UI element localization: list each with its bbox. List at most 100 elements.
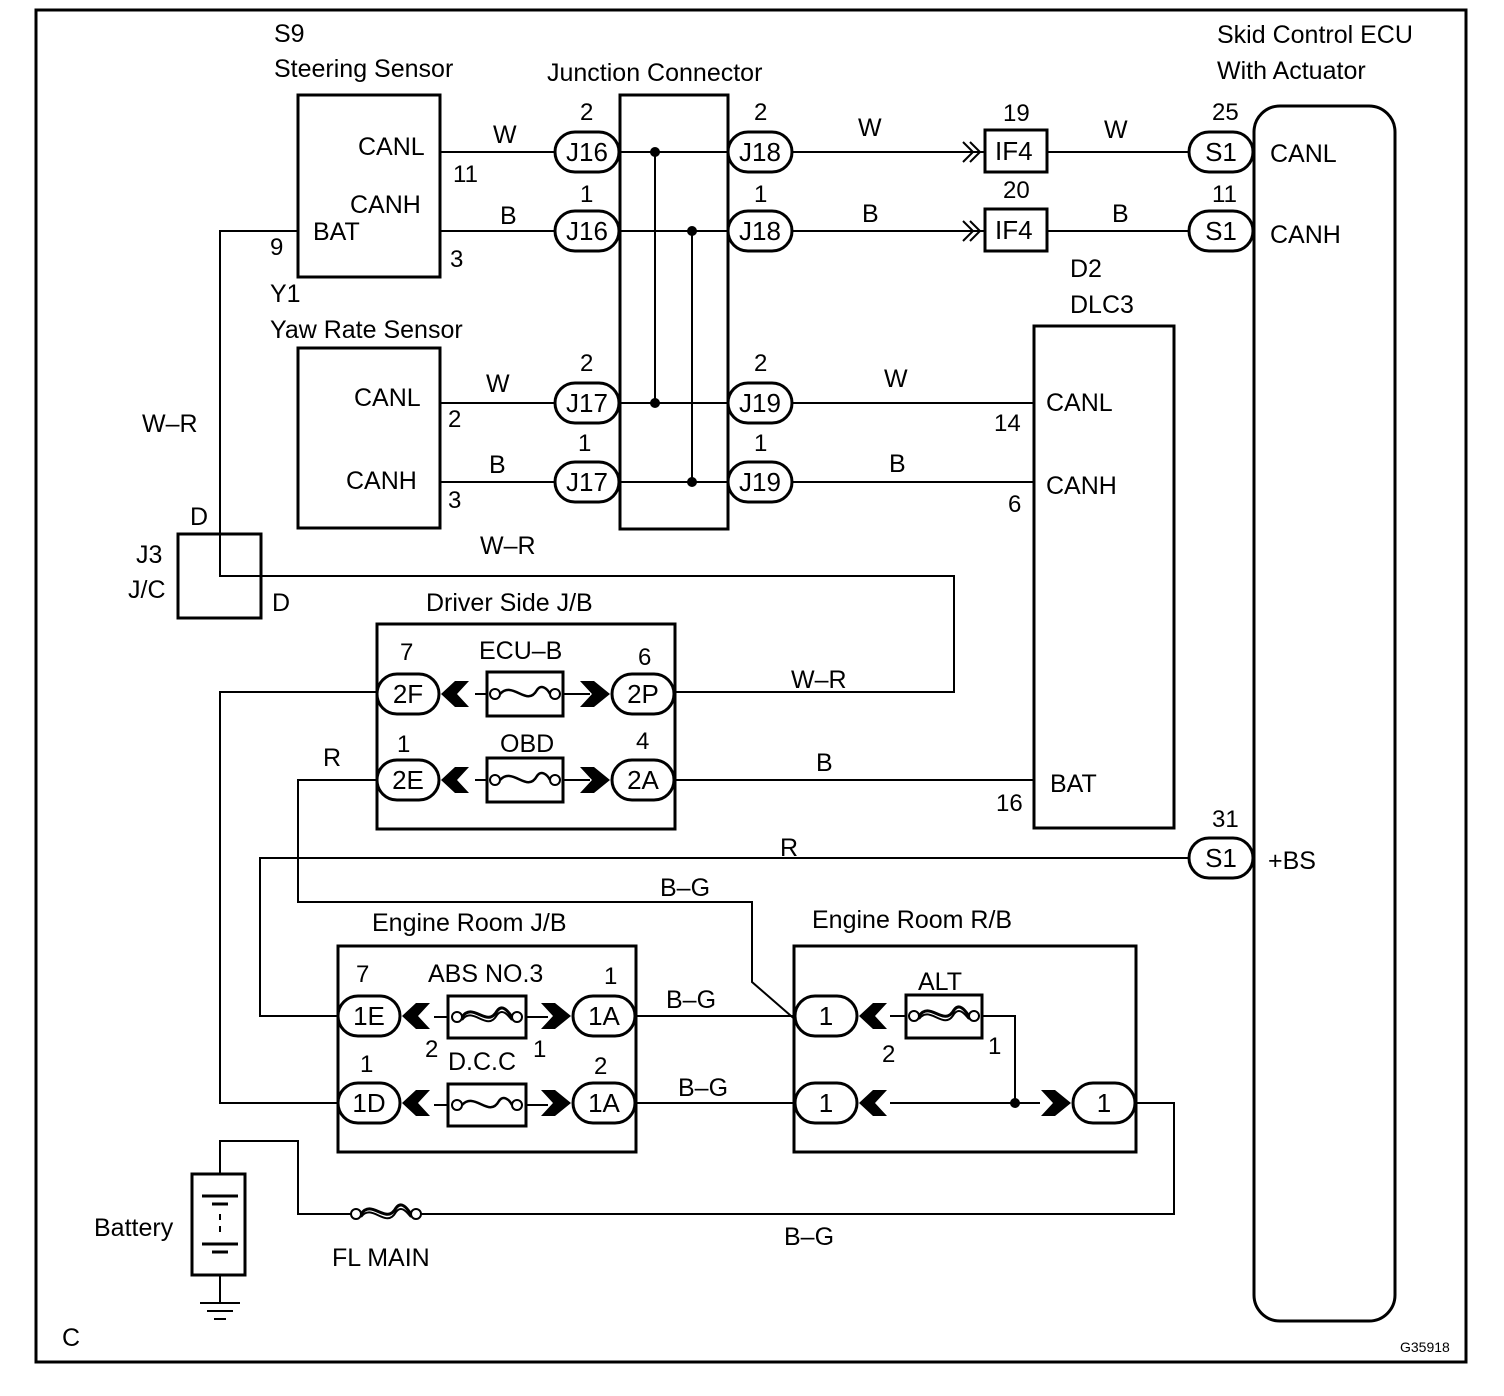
dcc-fuse-label: D.C.C xyxy=(448,1048,516,1076)
driver-jb-name: Driver Side J/B xyxy=(426,589,593,617)
connector-j19a-label: J19 xyxy=(739,388,781,418)
abs-terminal-right-num: 1 xyxy=(533,1036,546,1063)
abs-terminal-left-num: 2 xyxy=(425,1036,438,1063)
skid-ecu-canl-label: CANL xyxy=(1270,140,1337,168)
skid-ecu-name-line2: With Actuator xyxy=(1217,57,1366,85)
if4-a-num: 19 xyxy=(1003,100,1030,127)
wire-bg2: B–G xyxy=(666,986,716,1014)
connector-j18b-label: J18 xyxy=(739,216,781,246)
connector-rb1c: 1 xyxy=(1041,1081,1137,1125)
wire-b2: B xyxy=(862,200,879,228)
connector-c1a2-num: 2 xyxy=(594,1053,607,1080)
engine-room-jb-box xyxy=(336,944,638,1154)
connector-c1d-label: 1D xyxy=(352,1088,385,1118)
wire-r2: R xyxy=(780,834,798,862)
connector-rb1a: 1 xyxy=(793,994,887,1038)
if4-a-label: IF4 xyxy=(995,136,1033,166)
fl-main-fuse-icon xyxy=(349,1203,423,1221)
engine-jb-name: Engine Room J/B xyxy=(372,909,567,937)
engine-rb-name: Engine Room R/B xyxy=(812,906,1012,934)
ecu-b-fuse-label: ECU–B xyxy=(479,637,562,665)
junction-connector-box xyxy=(618,93,730,531)
connector-j16a-label: J16 xyxy=(566,137,608,167)
if4-connector-b: IF4 20 xyxy=(983,177,1049,253)
connector-c2f-chevron-icon xyxy=(441,681,469,707)
connector-rb1c-oval xyxy=(1071,1081,1137,1125)
alt-fuse-icon xyxy=(904,993,984,1040)
connector-s1c-oval xyxy=(1187,836,1255,880)
connector-j16b-oval xyxy=(553,209,621,253)
wire-w5: W xyxy=(884,365,908,393)
wire-b1: B xyxy=(500,202,517,230)
connector-j17a-oval xyxy=(553,381,621,425)
connector-rb1b-oval xyxy=(793,1081,859,1125)
connector-c1a1-label: 1A xyxy=(588,1001,620,1031)
connector-c2a-oval xyxy=(610,758,676,802)
yaw-canl-label: CANL xyxy=(354,384,421,412)
steering-sensor-name: Steering Sensor xyxy=(274,55,453,83)
dlc3-bat-num: 16 xyxy=(996,790,1023,817)
connector-s1a-label: S1 xyxy=(1205,137,1237,167)
connector-c1d-num: 1 xyxy=(360,1051,373,1078)
wire-b3: B xyxy=(1112,200,1129,228)
connector-c2a-chevron-icon xyxy=(580,767,610,793)
dlc3-code: D2 xyxy=(1070,255,1102,283)
steering-bat-label: BAT xyxy=(313,218,360,246)
j3-pin-side: D xyxy=(272,589,290,617)
wire-b5: B xyxy=(889,450,906,478)
dlc3-canh-num: 6 xyxy=(1008,491,1021,518)
skid-control-ecu-box xyxy=(1252,104,1397,1323)
connector-c2f-label: 2F xyxy=(393,679,423,709)
connector-j17b-num: 1 xyxy=(578,430,591,457)
wire-r1: R xyxy=(323,744,341,772)
connector-rb1b-chevron-icon xyxy=(859,1090,887,1116)
steering-sensor-box xyxy=(296,93,442,279)
connector-c2a-label: 2A xyxy=(627,765,659,795)
if4-b-num: 20 xyxy=(1003,177,1030,204)
connector-c2a-num: 4 xyxy=(636,728,649,755)
connector-j17b-oval xyxy=(553,460,621,504)
driver-side-jb-box xyxy=(375,622,677,831)
connector-c1e-chevron-icon xyxy=(402,1003,430,1029)
dlc3-canl-label: CANL xyxy=(1046,389,1113,417)
j3-code: J3 xyxy=(136,541,162,569)
junction-dots xyxy=(650,147,1020,1108)
wire-b4: B xyxy=(489,451,506,479)
dlc3-name: DLC3 xyxy=(1070,291,1134,319)
battery-icon xyxy=(190,1172,247,1277)
frame-letter: C xyxy=(62,1324,80,1352)
connector-rb1a-chevron-icon xyxy=(859,1003,887,1029)
alt-fuse-label: ALT xyxy=(918,968,962,996)
connector-layer: J162J161J182J181J172J171J192J191S125S111… xyxy=(336,99,1255,1125)
connector-c1a2: 1A2 xyxy=(541,1053,637,1125)
junction-connector-name: Junction Connector xyxy=(547,59,762,87)
yaw-sensor-code: Y1 xyxy=(270,280,301,308)
j3-jc-box xyxy=(176,532,263,620)
connector-c1a2-oval xyxy=(571,1081,637,1125)
steering-sensor-code: S9 xyxy=(274,20,305,48)
connector-rb1c-label: 1 xyxy=(1097,1088,1111,1118)
connector-c1e-num: 7 xyxy=(356,961,369,988)
connector-j18b-oval xyxy=(726,209,794,253)
fl-main-label: FL MAIN xyxy=(332,1244,430,1272)
wire-w2: W xyxy=(858,114,882,142)
skid-ecu-bs-label: +BS xyxy=(1268,847,1316,875)
connector-c1a1: 1A1 xyxy=(541,963,637,1038)
connector-c1a1-chevron-icon xyxy=(541,1003,571,1029)
wire-bg3: B–G xyxy=(678,1074,728,1102)
connector-s1a-oval xyxy=(1187,130,1255,174)
battery-label: Battery xyxy=(94,1214,174,1242)
alt-terminal-left-num: 2 xyxy=(882,1041,895,1068)
yaw-canh-num: 3 xyxy=(448,487,461,514)
connector-c1a1-num: 1 xyxy=(604,963,617,990)
connector-s1a-num: 25 xyxy=(1212,99,1239,126)
wire-labels: W B W B W B W B W B W–R W–R W–R R B R B–… xyxy=(142,114,1129,1251)
connector-c1e: 1E7 xyxy=(336,961,430,1038)
connector-rb1a-oval xyxy=(793,994,859,1038)
connector-s1c-label: S1 xyxy=(1205,843,1237,873)
